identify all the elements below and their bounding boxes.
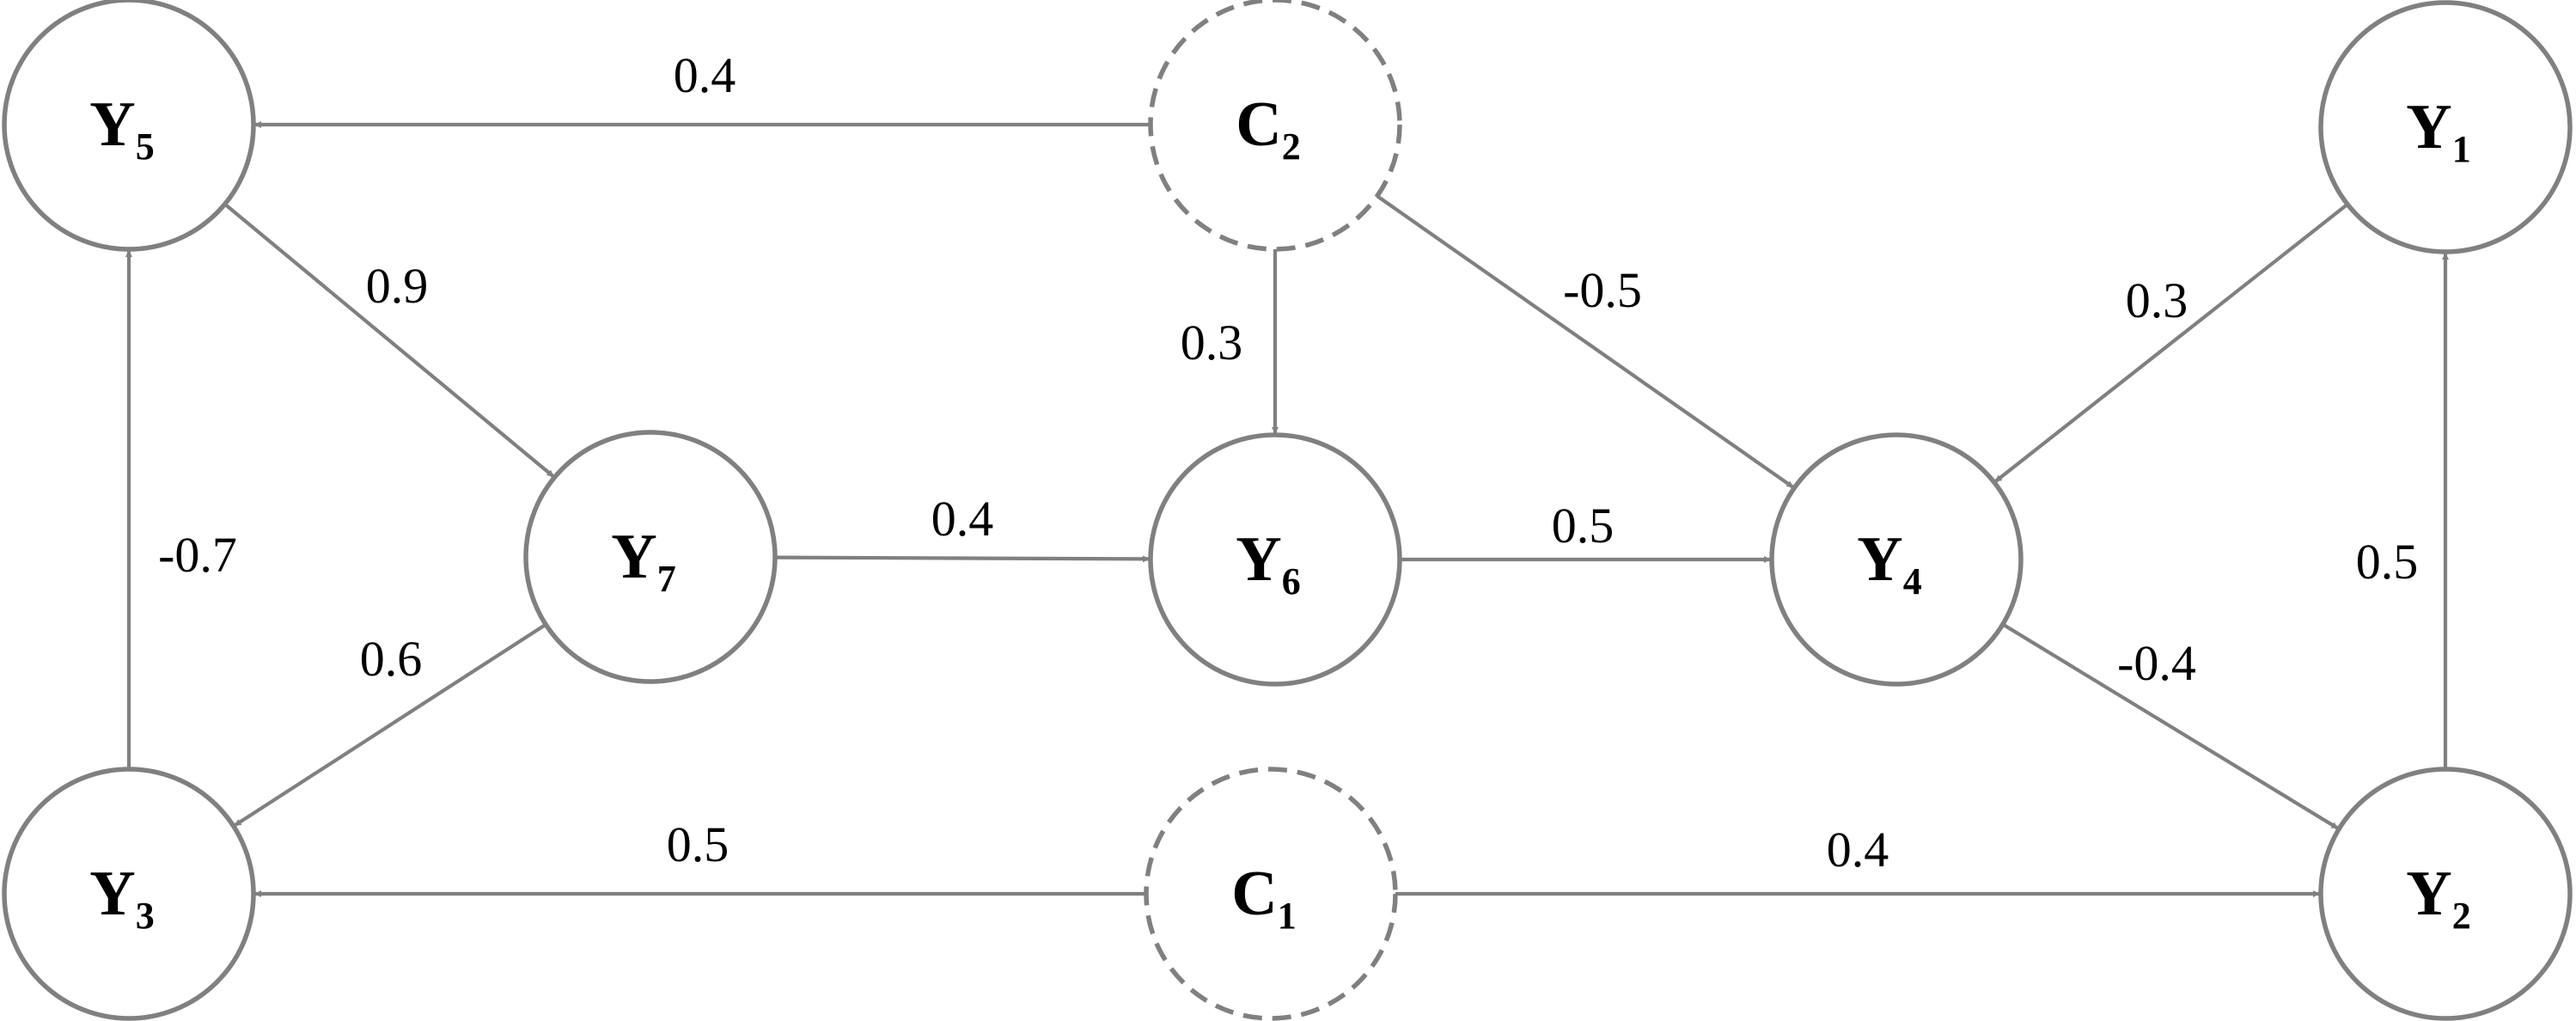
edge-c2-to-y4 [1376,194,1795,490]
node-y3: Y3 [2,767,256,1021]
edge-weight-label: 0.4 [1827,822,1889,877]
node-circle [2,0,256,252]
edge-weight-label: 0.5 [2356,534,2419,590]
edge-weight-label: 0.6 [360,631,423,687]
node-label: C1 [1231,859,1296,937]
edge-weight-label: 0.5 [1552,498,1615,553]
node-subscript: 6 [1282,560,1301,602]
node-circle [1769,432,2024,687]
edge-y7-to-y3 [233,622,547,828]
edges-layer: 0.4 0.9 0.3 -0.5 0.3 -0.7 0.4 0.5 0.5 0.6 -0.4 0.5 0… [125,47,2449,897]
node-letter: Y [2406,859,2451,929]
edge-weight-label: 0.3 [2126,272,2188,328]
node-letter: Y [89,859,135,929]
node-circle [1144,767,1398,1021]
node-label: Y2 [2406,859,2470,937]
edge-weight-label: -0.7 [158,527,237,583]
node-circle [1148,432,1402,687]
node-letter: C [1231,859,1277,929]
node-circle [523,430,778,684]
node-letter: Y [2406,92,2451,162]
node-y1: Y1 [2318,0,2573,254]
node-y5: Y5 [2,0,256,252]
node-label: Y6 [1236,524,1300,602]
node-y4: Y4 [1769,432,2024,687]
node-circle [1148,0,1402,252]
edge-y5-to-y7 [223,202,555,479]
edge-weight-label: 0.5 [667,816,729,872]
node-circle [2318,0,2573,254]
edge-weight-label: -0.4 [2117,635,2196,691]
node-subscript: 2 [1282,125,1301,168]
node-letter: Y [1857,524,1902,595]
node-label: Y3 [89,859,154,937]
edge-weight-label: 0.3 [1181,315,1243,370]
edge-weight-label: 0.4 [674,47,736,103]
edge-y4-to-y2 [2001,622,2340,830]
node-letter: C [1236,89,1281,160]
node-label: C2 [1236,89,1300,168]
node-label: Y4 [1857,524,1921,602]
node-subscript: 7 [657,558,676,600]
node-subscript: 2 [2452,895,2471,937]
node-circle [2,767,256,1021]
node-label: Y1 [2406,92,2470,170]
node-subscript: 1 [1278,895,1297,937]
node-subscript: 4 [1903,560,1922,602]
node-c2: C2 [1148,0,1402,252]
edge-y1-to-y4 [1993,203,2349,484]
node-label: Y5 [89,89,154,168]
node-y2: Y2 [2318,767,2573,1021]
node-circle [2318,767,2573,1021]
edge-weight-label: -0.5 [1563,262,1642,318]
node-subscript: 1 [2452,128,2471,170]
node-c1: C1 [1144,767,1398,1021]
edge-y7-to-y6 [774,555,1151,563]
node-y6: Y6 [1148,432,1402,687]
node-letter: Y [89,89,135,160]
node-label: Y7 [611,522,675,600]
node-y7: Y7 [523,430,778,684]
node-letter: Y [611,522,656,592]
edge-weight-label: 0.4 [931,491,994,547]
node-subscript: 3 [136,895,155,937]
edge-weight-label: 0.9 [366,258,429,314]
node-letter: Y [1236,524,1281,595]
node-subscript: 5 [136,125,155,168]
